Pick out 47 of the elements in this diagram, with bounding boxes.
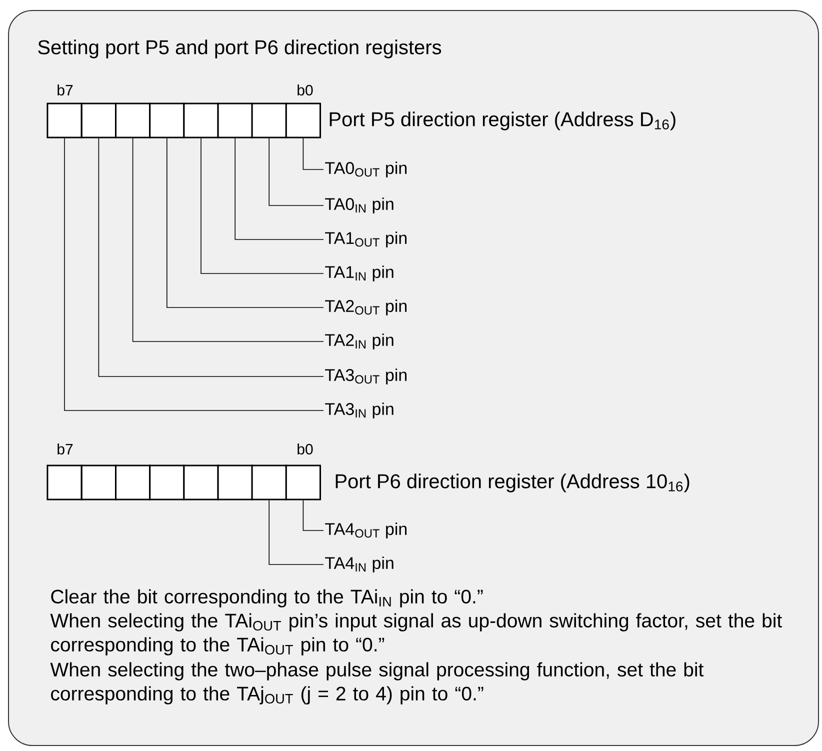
bit-cell	[80, 464, 116, 500]
bit-cell	[217, 102, 253, 138]
register-name: Port P6 direction register (Address 10$_{16}$)	[336, 474, 690, 492]
bit-cell	[217, 464, 253, 500]
note-text: Clear the bit corresponding to the TAi$_{IN}$ pin to “0.”	[51, 589, 483, 608]
leader-line	[302, 500, 324, 531]
pin-label: TA0$_{OUT}$ pin	[325, 162, 407, 178]
bit-number: b7	[58, 444, 73, 454]
bit-cell	[251, 464, 287, 500]
bit-cell	[285, 102, 321, 138]
bit-cell	[46, 102, 82, 138]
bit-cell	[115, 102, 151, 138]
pin-label: TA0$_{IN}$ pin	[325, 198, 394, 214]
bit-cell	[183, 464, 219, 500]
bit-cell	[183, 102, 219, 138]
bit-cell	[80, 102, 116, 138]
leader-line	[64, 138, 324, 411]
leader-line	[132, 138, 324, 342]
register-name: Port P5 direction register (Address D$_{16}$)	[330, 112, 676, 130]
bit-cell	[46, 464, 82, 500]
note-text: When selecting the TAi$_{OUT}$ pin’s input signal as up-down switching factor, set the bit corresponding to the TAi$_{OUT}$ pin to “0.”	[50, 613, 782, 656]
pin-label: TA2$_{OUT}$ pin	[325, 300, 407, 316]
bit-cell	[285, 464, 321, 500]
bit-number: b7	[58, 84, 73, 96]
pin-label: TA4$_{OUT}$ pin	[325, 522, 407, 538]
bit-number: b0	[298, 84, 313, 96]
bit-cell	[149, 464, 185, 500]
leader-line	[268, 500, 324, 565]
bit-cell	[251, 102, 287, 138]
bit-cell	[149, 102, 185, 138]
pin-label: TA2$_{IN}$ pin	[325, 334, 394, 350]
pin-label: TA4$_{IN}$ pin	[325, 556, 394, 572]
pin-label: TA1$_{OUT}$ pin	[325, 232, 407, 248]
pin-label: TA3$_{OUT}$ pin	[325, 368, 407, 384]
leader-line	[200, 138, 324, 274]
pin-label: TA3$_{IN}$ pin	[325, 402, 394, 418]
leader-line	[98, 138, 324, 377]
pin-label: TA1$_{IN}$ pin	[325, 266, 394, 282]
leader-line	[268, 138, 324, 206]
leader-line	[234, 138, 324, 240]
bit-number: b0	[298, 444, 313, 454]
heading: Setting port P5 and port P6 direction registers	[38, 40, 442, 58]
note-text: When selecting the two–phase pulse signal processing function, set the bit corresponding to the TAj$_{OUT}$ (j = 2 to 4) pin to “0.”	[50, 662, 704, 704]
bit-cell	[115, 464, 151, 500]
leader-line	[302, 138, 324, 170]
leader-line	[166, 138, 324, 308]
panel	[8, 10, 819, 746]
